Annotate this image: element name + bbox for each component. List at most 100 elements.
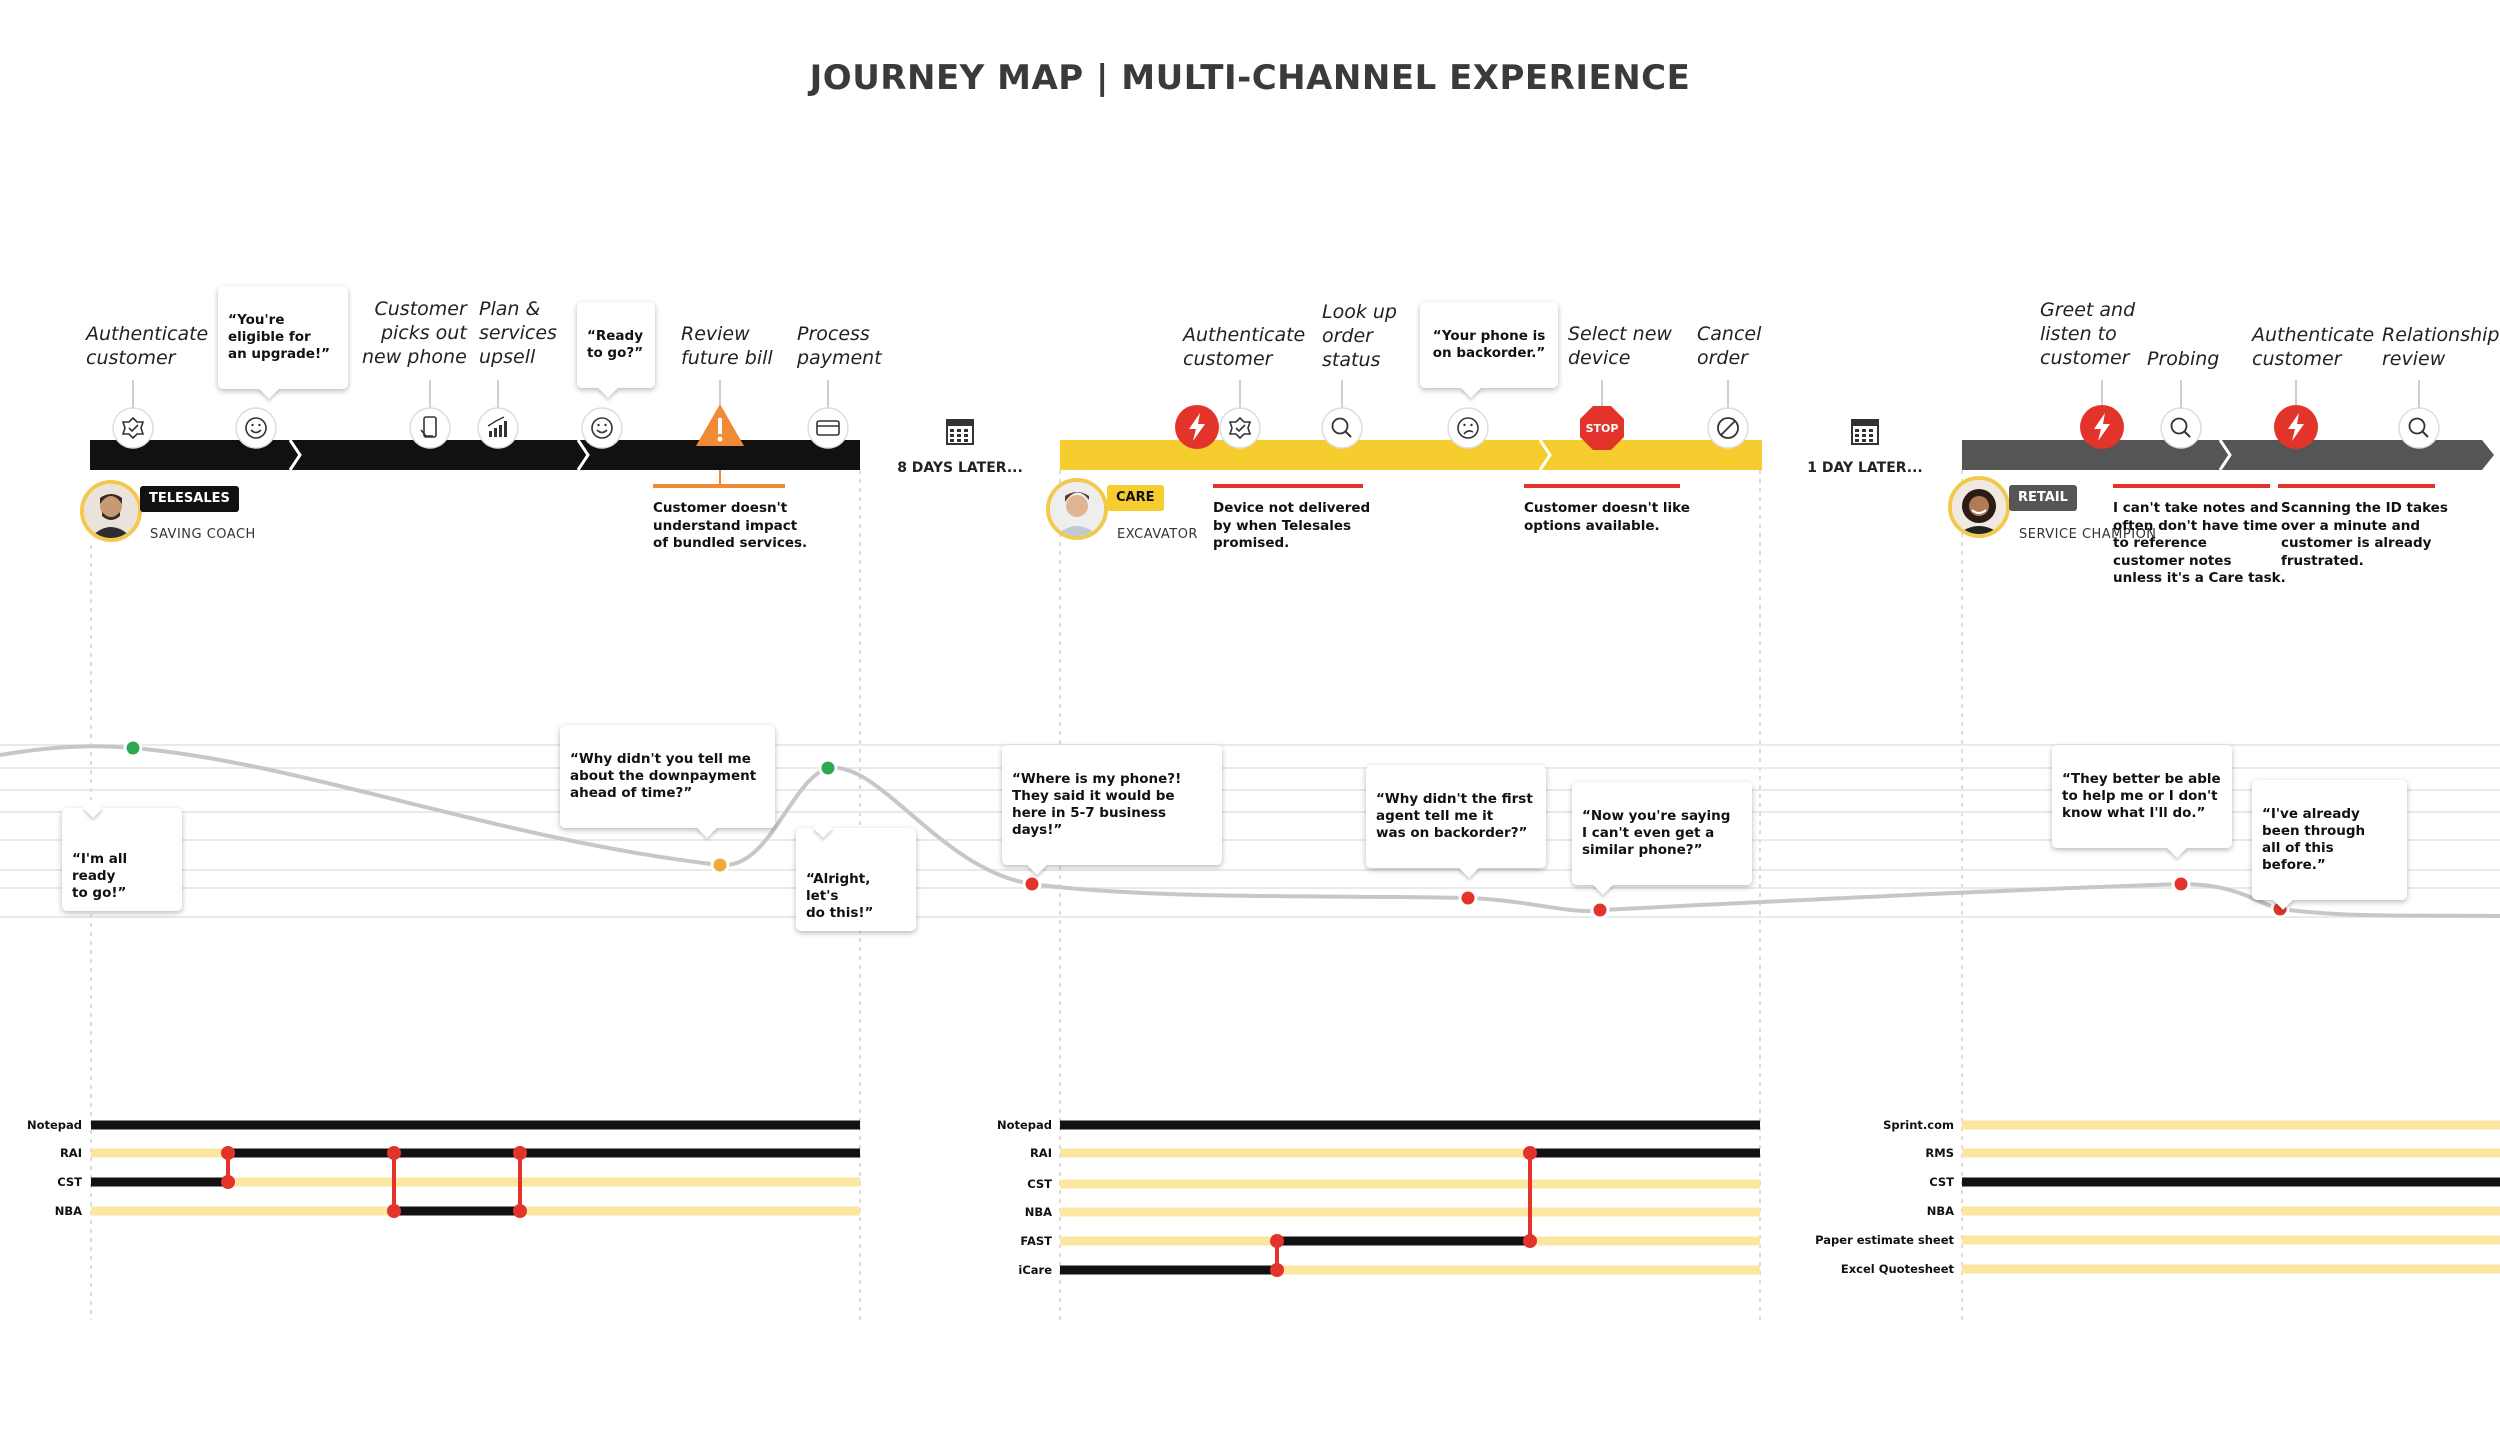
tool-label: CST (57, 1175, 82, 1189)
badge-check-icon[interactable] (112, 407, 154, 449)
retail-journey-bar (1962, 439, 2494, 471)
tool-label: RAI (1029, 1146, 1052, 1160)
speech-bubble: “Ready to go?” (577, 302, 655, 398)
pain-point: Customer doesn't like options available. (1524, 500, 1690, 534)
bar-chart-icon[interactable] (477, 407, 519, 449)
pain-bar (1524, 484, 1680, 488)
emotion-quote: “Where is my phone?! They said it would … (1002, 745, 1222, 875)
track-name-care: CARE (1107, 485, 1164, 511)
step-label: Authenticate customer (1183, 324, 1306, 370)
step-label: Greet and listen to customer (2040, 299, 2136, 369)
page-title: JOURNEY MAP | MULTI-CHANNEL EXPERIENCE (809, 58, 1691, 98)
emotion-quote: “Why didn't the first agent tell me it w… (1366, 765, 1546, 878)
tool-label: NBA (54, 1204, 82, 1218)
smile-icon[interactable] (235, 407, 277, 449)
step-connectors (132, 380, 2420, 410)
telesales-journey-bar (90, 439, 860, 471)
tool-label: Paper estimate sheet (1815, 1233, 1954, 1247)
quote-text: “Why didn't the first agent tell me it w… (1376, 791, 1533, 841)
pain-point: Device not delivered by when Telesales p… (1213, 500, 1371, 551)
speech-bubble: “You're eligible for an upgrade!” (218, 286, 348, 399)
tool-label: RMS (1925, 1146, 1954, 1160)
step-label: Look up order status (1322, 301, 1397, 371)
time-gap-label: 8 DAYS LATER... (897, 460, 1023, 476)
step-label: Process payment (797, 323, 882, 369)
role-label: SAVING COACH (150, 527, 256, 542)
tool-label: FAST (1020, 1234, 1052, 1248)
step-label: Review future bill (681, 323, 773, 369)
emotion-quote: “I've already been through all of this b… (2252, 780, 2407, 910)
search-icon[interactable] (2160, 407, 2202, 449)
retail-tool-lines (1962, 1120, 2500, 1274)
neutral-point (710, 855, 730, 875)
tool-label: Notepad (996, 1118, 1052, 1132)
emotion-quote: “Why didn't you tell me about the downpa… (560, 725, 775, 838)
positive-point (123, 738, 143, 758)
tool-label: NBA (1926, 1204, 1954, 1218)
quote-text: “Now you're saying I can't even get a si… (1582, 808, 1731, 858)
lightning-icon[interactable] (2274, 405, 2318, 449)
negative-point (1022, 874, 1042, 894)
tool-label: NBA (1024, 1205, 1052, 1219)
pain-point: I can't take notes and often don't have … (2113, 500, 2286, 586)
tool-label: CST (1027, 1177, 1052, 1191)
lightning-icon[interactable] (1175, 405, 1219, 449)
phase-guides (90, 470, 1963, 1320)
quote-text: “I've already been through all of this b… (2262, 806, 2366, 873)
step-label: Select new device (1568, 323, 1672, 369)
avatar (1948, 476, 2010, 538)
pain-point: Scanning the ID takes over a minute and … (2281, 500, 2448, 569)
quote-text: “Where is my phone?! They said it would … (1012, 771, 1182, 838)
quote-text: “They better be able to help me or I don… (2062, 771, 2221, 821)
emotion-quote: “Now you're saying I can't even get a si… (1572, 782, 1752, 895)
tool-label: CST (1929, 1175, 1954, 1189)
negative-point (1590, 900, 1610, 920)
track-name-retail: RETAIL (2009, 485, 2077, 511)
emotion-curve (0, 744, 2500, 918)
avatar (1046, 478, 1108, 540)
quote-text: “I'm all ready to go!” (72, 851, 128, 901)
emotion-quote: “Alright, let's do this!” (796, 818, 916, 931)
pain-bar (2113, 484, 2270, 488)
tool-label: Excel Quotesheet (1840, 1262, 1954, 1276)
phone-hand-icon[interactable] (409, 407, 451, 449)
role-label: SERVICE CHAMPION (2019, 527, 2157, 542)
pain-bar (2278, 484, 2435, 488)
step-label: Authenticate customer (86, 323, 209, 369)
quote-text: “Alright, let's do this!” (806, 871, 874, 921)
bubble-text: “Your phone is on backorder.” (1432, 328, 1546, 361)
role-label: EXCAVATOR (1117, 527, 1198, 542)
care-journey-bar (1060, 439, 1762, 471)
negative-point (1458, 888, 1478, 908)
step-label: Authenticate customer (2252, 324, 2375, 370)
svg-text:STOP: STOP (1586, 422, 1619, 435)
quote-text: “Why didn't you tell me about the downpa… (570, 751, 757, 801)
cancel-icon[interactable] (1707, 407, 1749, 449)
emotion-quote: “I'm all ready to go!” (62, 798, 182, 911)
frown-icon[interactable] (1447, 407, 1489, 449)
step-label: Probing (2147, 348, 2220, 370)
smile-icon[interactable] (581, 407, 623, 449)
step-label: Customer picks out new phone (362, 298, 467, 368)
bubble-text: “Ready to go?” (587, 328, 644, 361)
step-label: Cancel order (1697, 323, 1762, 369)
badge-check-icon[interactable] (1219, 407, 1261, 449)
tool-label: iCare (1018, 1263, 1052, 1277)
tool-label: RAI (59, 1146, 82, 1160)
step-label: Relationship review (2382, 324, 2500, 370)
emotion-quote: “They better be able to help me or I don… (2052, 745, 2232, 858)
warning-icon[interactable] (696, 404, 744, 446)
calendar-icon (946, 419, 974, 445)
telesales-tool-lines (91, 1120, 860, 1218)
lightning-icon[interactable] (2080, 405, 2124, 449)
speech-bubble: “Your phone is on backorder.” (1420, 302, 1558, 398)
avatar (80, 480, 142, 542)
tool-label: Sprint.com (1883, 1118, 1954, 1132)
bubble-text: “You're eligible for an upgrade!” (228, 312, 330, 362)
search-icon[interactable] (2398, 407, 2440, 449)
stop-icon[interactable]: STOP (1580, 406, 1624, 450)
search-icon[interactable] (1321, 407, 1363, 449)
pain-point: Customer doesn't understand impact of bu… (653, 500, 808, 551)
credit-card-icon[interactable] (807, 407, 849, 449)
